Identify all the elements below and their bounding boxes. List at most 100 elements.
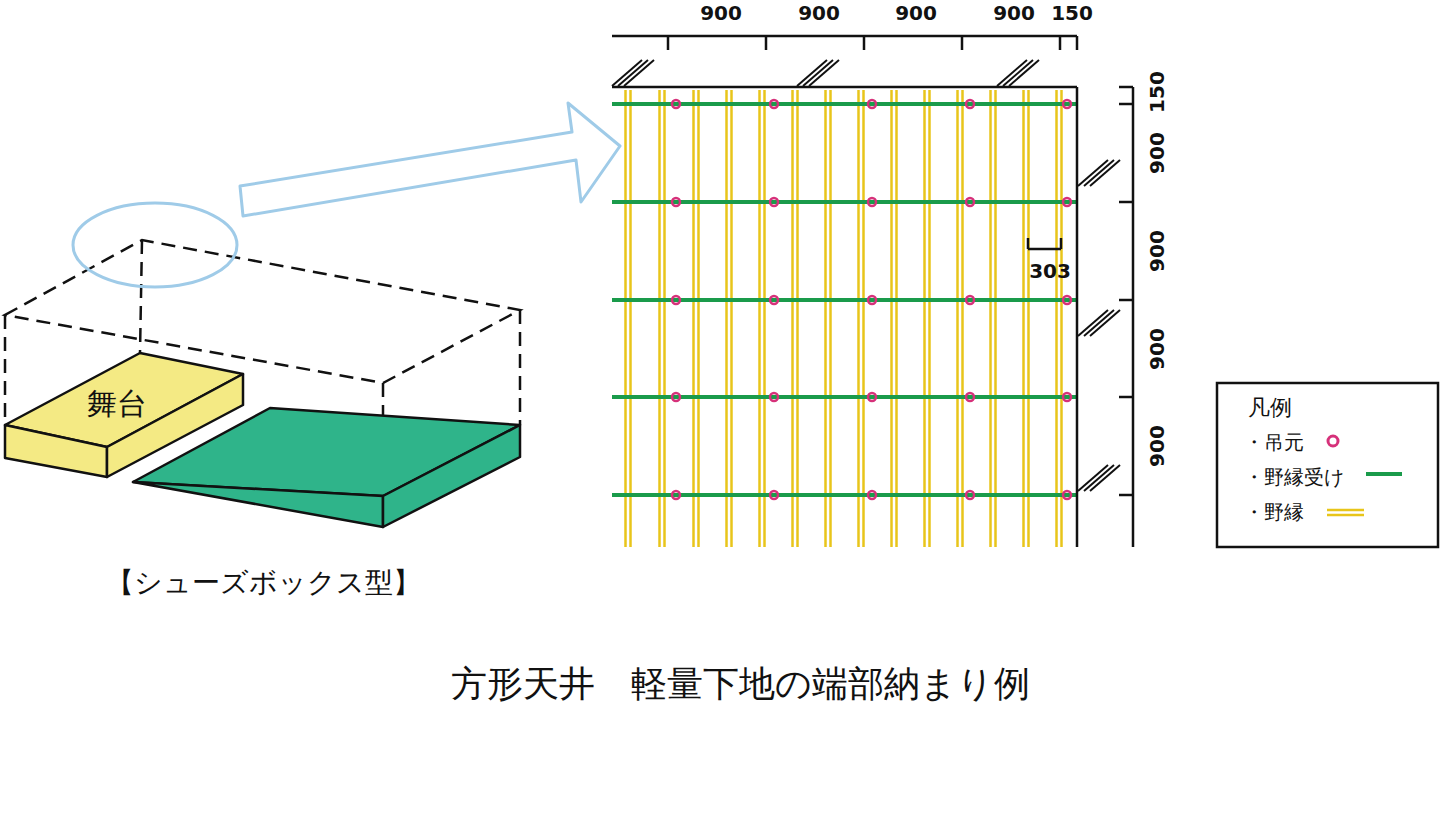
hanger-point	[770, 393, 778, 401]
grid-stroke	[1119, 86, 1133, 89]
dimension-label: 900	[1146, 328, 1168, 370]
hanger-point	[966, 100, 974, 108]
grid-stroke	[624, 90, 627, 547]
legend-entry: ・野縁	[1244, 501, 1304, 523]
grid-stroke	[1132, 87, 1135, 547]
grid-stroke	[692, 90, 695, 547]
hanger-point	[770, 198, 778, 206]
grid-stroke	[1060, 90, 1063, 547]
grid-stroke	[612, 298, 1077, 302]
hanger-point	[1063, 100, 1071, 108]
grid-stroke	[1009, 60, 1039, 86]
hanger-point	[770, 491, 778, 499]
grid-stroke	[1055, 90, 1058, 547]
grid-stroke	[612, 35, 1077, 38]
hanger-point	[868, 296, 876, 304]
hanger-point	[672, 100, 680, 108]
dimension-label: 900	[798, 2, 840, 24]
grid-stroke	[862, 90, 865, 547]
focus-ellipse	[73, 203, 237, 287]
hanger-point	[672, 491, 680, 499]
grid-stroke	[895, 90, 898, 547]
dimension-label: 303	[1029, 260, 1071, 282]
dimension-label: 900	[895, 2, 937, 24]
grid-stroke	[758, 90, 761, 547]
stage-label: 舞台	[87, 387, 147, 420]
grid-stroke	[612, 200, 1077, 204]
ceiling-grid	[612, 36, 1133, 547]
seating-block	[133, 408, 520, 527]
hanger-point	[966, 296, 974, 304]
grid-stroke	[829, 90, 832, 547]
hanger-point	[966, 393, 974, 401]
grid-stroke	[624, 60, 654, 86]
hanger-point	[770, 100, 778, 108]
hanger-point	[1063, 491, 1071, 499]
legend-title: 凡例	[1248, 396, 1292, 420]
dimension-label: 150	[1146, 71, 1168, 113]
hall-outline	[5, 240, 520, 495]
grid-stroke	[1119, 396, 1133, 399]
grid-stroke	[1027, 238, 1030, 249]
grid-stroke	[1060, 238, 1063, 249]
grid-stroke	[663, 90, 666, 547]
legend-entry: ・野縁受け	[1244, 466, 1344, 488]
grid-stroke	[1027, 90, 1030, 547]
grid-stroke	[1090, 310, 1120, 336]
dimension-label: 900	[700, 2, 742, 24]
grid-stroke	[763, 90, 766, 547]
grid-stroke	[612, 102, 1077, 106]
grid-stroke	[667, 36, 670, 50]
hanger-point	[868, 100, 876, 108]
grid-stroke	[618, 60, 648, 86]
grid-stroke	[994, 90, 997, 547]
hanger-point	[672, 198, 680, 206]
hanger-point	[868, 393, 876, 401]
hanger-point	[1063, 296, 1071, 304]
hanger-point	[1063, 198, 1071, 206]
grid-stroke	[612, 493, 1077, 497]
grid-stroke	[697, 90, 700, 547]
grid-stroke	[1022, 90, 1025, 547]
grid-stroke	[612, 86, 1077, 89]
hanger-point	[770, 296, 778, 304]
grid-stroke	[961, 90, 964, 547]
hanger-point	[868, 491, 876, 499]
dimension-label: 150	[1051, 2, 1093, 24]
grid-stroke	[1119, 103, 1133, 106]
grid-stroke	[961, 36, 964, 50]
grid-stroke	[890, 90, 893, 547]
grid-stroke	[1076, 36, 1079, 50]
hanger-point	[672, 296, 680, 304]
grid-stroke	[928, 90, 931, 547]
grid-stroke	[725, 90, 728, 547]
grid-stroke	[1028, 248, 1061, 251]
hanger-point	[966, 491, 974, 499]
grid-stroke	[1084, 160, 1114, 186]
pointer-arrow	[240, 103, 620, 216]
grid-stroke	[956, 90, 959, 547]
dimension-label: 900	[993, 2, 1035, 24]
grid-stroke	[1076, 87, 1079, 547]
grid-stroke	[629, 90, 632, 547]
grid-stroke	[989, 90, 992, 547]
grid-stroke	[612, 395, 1077, 399]
grid-stroke	[796, 90, 799, 547]
grid-stroke	[857, 90, 860, 547]
grid-stroke	[730, 90, 733, 547]
hanger-point	[868, 198, 876, 206]
grid-stroke	[1119, 299, 1133, 302]
grid-stroke	[923, 90, 926, 547]
legend-entry: ・吊元	[1244, 431, 1304, 453]
grid-stroke	[1090, 160, 1120, 186]
grid-stroke	[863, 36, 866, 50]
grid-stroke	[1059, 36, 1062, 50]
hanger-point	[672, 393, 680, 401]
dimension-label: 900	[1146, 425, 1168, 467]
grid-stroke	[803, 60, 833, 86]
caption: 方形天井 軽量下地の端部納まり例	[451, 664, 1030, 704]
grid-stroke	[658, 90, 661, 547]
hanger-point	[1063, 393, 1071, 401]
hall-type-label: 【シューズボックス型】	[106, 568, 421, 599]
dimension-label: 900	[1146, 132, 1168, 174]
